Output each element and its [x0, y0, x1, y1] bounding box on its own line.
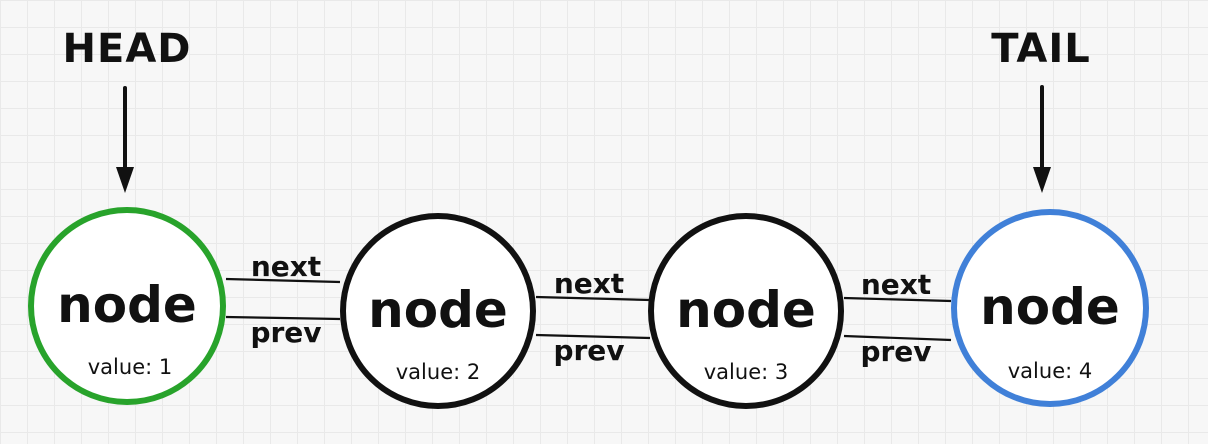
link-2: next prev	[535, 267, 651, 367]
link-3-next-line	[843, 296, 952, 303]
link-2-prev-label: prev	[553, 334, 624, 367]
node-1-value: value: 1	[88, 355, 172, 379]
node-4: node value: 4	[951, 209, 1149, 407]
link-1-next-line	[225, 277, 341, 284]
node-3: node value: 3	[648, 213, 844, 409]
node-2-title: node	[368, 281, 508, 339]
node-2-circle	[340, 213, 536, 409]
node-4-circle	[951, 209, 1149, 407]
link-3: next prev	[843, 268, 952, 368]
link-1: next prev	[225, 250, 341, 349]
tail-arrow	[1033, 85, 1051, 193]
link-2-prev-line	[535, 333, 651, 340]
link-3-prev-line	[843, 334, 952, 342]
head-arrow	[116, 86, 134, 193]
node-3-circle	[648, 213, 844, 409]
head-label: HEAD	[63, 26, 192, 72]
node-2-value: value: 2	[396, 360, 480, 384]
link-3-prev-label: prev	[860, 335, 931, 368]
link-3-next-label: next	[861, 268, 931, 301]
node-1: node value: 1	[28, 207, 226, 405]
head-arrow-head-icon	[116, 167, 134, 193]
node-1-title: node	[57, 276, 197, 334]
tail-arrow-head-icon	[1033, 167, 1051, 193]
node-3-value: value: 3	[704, 360, 788, 384]
link-1-next-label: next	[251, 250, 321, 283]
node-4-value: value: 4	[1008, 359, 1092, 383]
tail-label: TAIL	[991, 26, 1091, 72]
link-2-next-line	[535, 295, 651, 302]
node-1-circle	[28, 207, 226, 405]
link-1-prev-line	[225, 315, 341, 321]
node-2: node value: 2	[340, 213, 536, 409]
node-4-title: node	[980, 278, 1120, 336]
link-1-prev-label: prev	[250, 316, 321, 349]
node-3-title: node	[676, 281, 816, 339]
link-2-next-label: next	[554, 267, 624, 300]
